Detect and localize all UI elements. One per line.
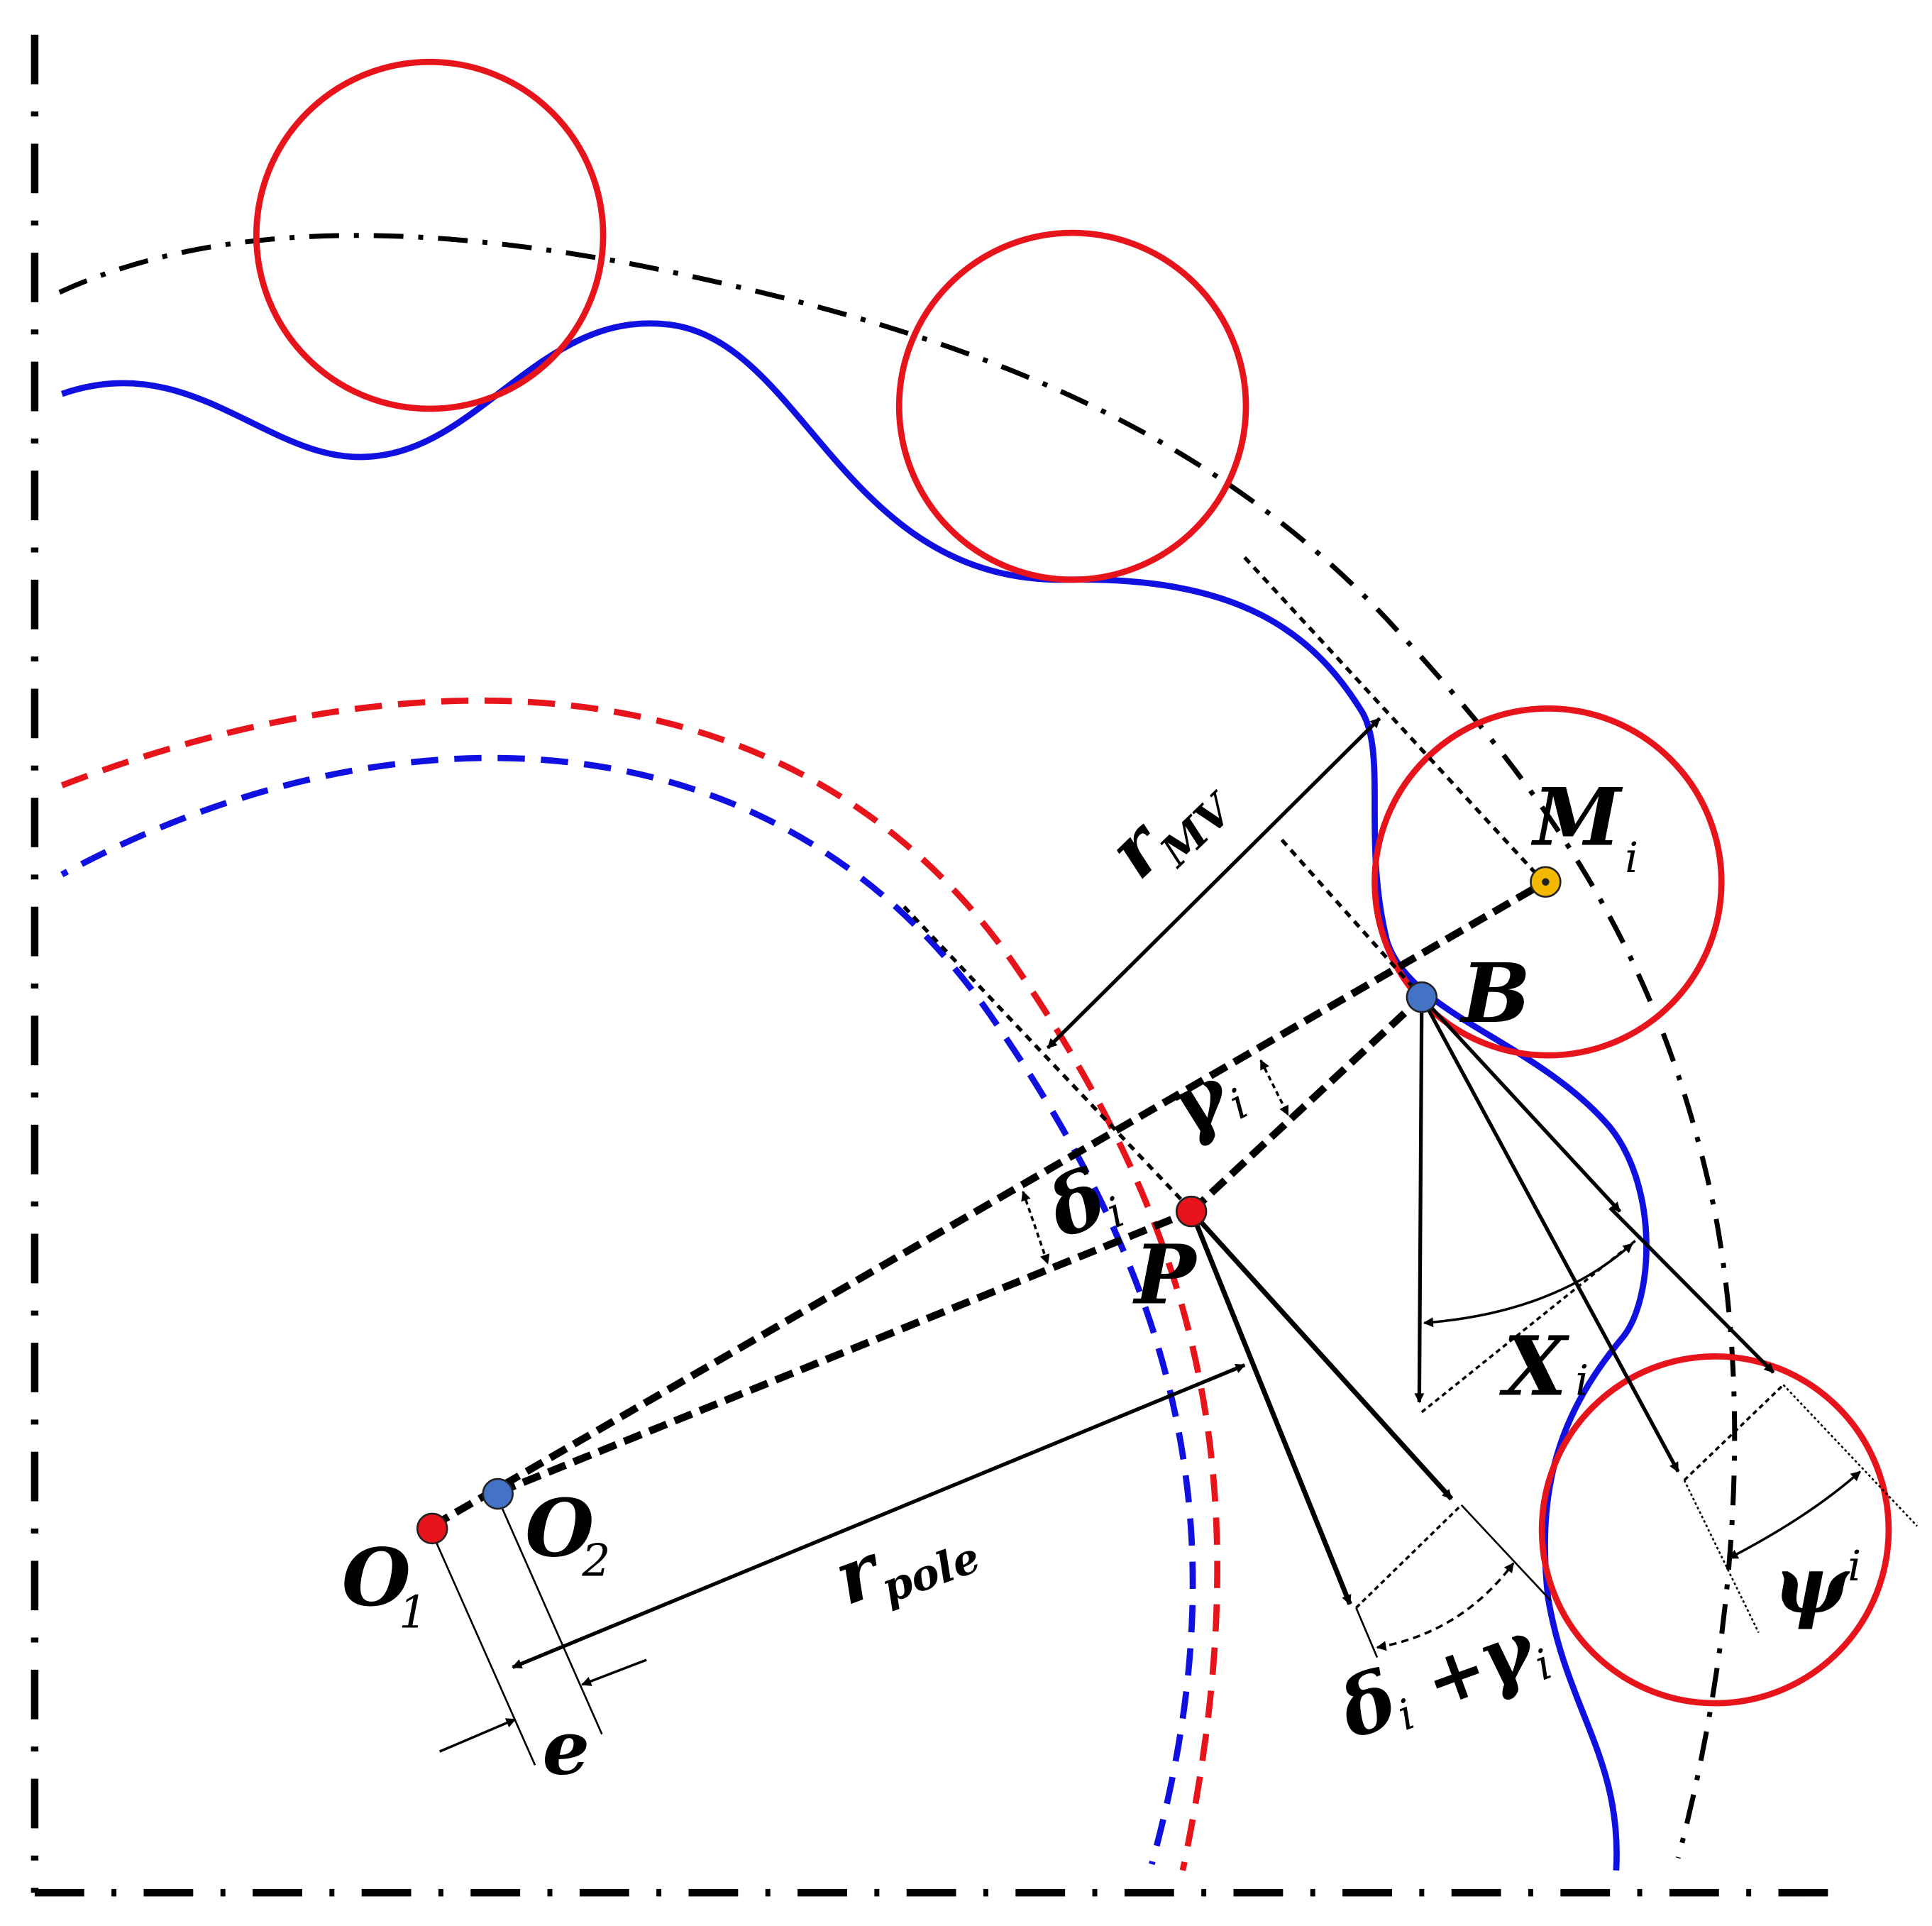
e-arrow-right bbox=[581, 1658, 647, 1686]
label-e: e bbox=[543, 1705, 590, 1792]
r-mv-extension-line-1 bbox=[1243, 556, 1538, 875]
line-o1-m bbox=[430, 879, 1548, 1529]
label-o1: O bbox=[342, 1531, 411, 1624]
label-psi-i-sub: i bbox=[1848, 1541, 1861, 1590]
delta-indicator bbox=[1021, 1190, 1050, 1265]
gamma-indicator bbox=[1259, 1059, 1289, 1116]
pitch-circle-arc bbox=[58, 233, 1738, 1859]
label-x-i-sub: i bbox=[1575, 1355, 1589, 1404]
force-arrow-b-4 bbox=[1608, 1206, 1775, 1374]
svg-text:pole: pole bbox=[875, 1531, 986, 1612]
r-mv-extension-line-3 bbox=[1280, 838, 1423, 998]
label-r-mv: r MV bbox=[1091, 782, 1245, 895]
force-arrow-p-2 bbox=[1189, 1209, 1454, 1501]
psi-angle-arc bbox=[1728, 1470, 1861, 1560]
e-extension-line-2 bbox=[498, 1501, 603, 1735]
point-b bbox=[1406, 981, 1438, 1013]
helper-line-3 bbox=[1683, 1384, 1784, 1482]
tooth-profile-curve bbox=[60, 320, 1650, 1871]
label-b: B bbox=[1459, 946, 1530, 1042]
helper-line-6 bbox=[1782, 1384, 1918, 1527]
e-extension-line-1 bbox=[432, 1535, 536, 1766]
label-o2-sub: 2 bbox=[581, 1534, 610, 1586]
r-mv-arrow bbox=[1046, 717, 1381, 1050]
label-psi-i: ψ bbox=[1774, 1539, 1851, 1632]
force-arrow-p-1 bbox=[1188, 1210, 1352, 1605]
x-angle-arc bbox=[1423, 1243, 1633, 1328]
helper-line-4 bbox=[1460, 1504, 1552, 1602]
label-p: P bbox=[1132, 1227, 1198, 1323]
helper-line-2 bbox=[1355, 1504, 1462, 1609]
point-m-center bbox=[1542, 878, 1550, 886]
line-o2-p bbox=[496, 1208, 1193, 1497]
roller-1 bbox=[253, 58, 607, 412]
point-o2 bbox=[482, 1477, 514, 1510]
r-pole-arrow bbox=[512, 1363, 1246, 1669]
label-m-i-sub: i bbox=[1625, 833, 1638, 882]
e-arrow-left bbox=[438, 1718, 517, 1753]
delta-gamma-angle-arc bbox=[1376, 1562, 1515, 1651]
roller-4 bbox=[1538, 1353, 1892, 1707]
force-arrow-b-1 bbox=[1414, 997, 1425, 1404]
force-arrow-b-2 bbox=[1420, 996, 1680, 1473]
point-p bbox=[1175, 1195, 1208, 1228]
label-o1-sub: 1 bbox=[399, 1587, 427, 1639]
roller-2 bbox=[895, 229, 1249, 583]
helper-line-7 bbox=[1683, 1480, 1760, 1634]
label-m-i: M bbox=[1530, 771, 1623, 864]
helper-line-5 bbox=[1355, 1607, 1379, 1658]
force-arrow-b-3 bbox=[1420, 996, 1622, 1213]
r-mv-extension-line-2 bbox=[902, 905, 1191, 1209]
label-r-pole: r pole bbox=[823, 1525, 986, 1622]
pole-circle-red bbox=[60, 697, 1221, 1871]
label-x-i: X bbox=[1498, 1319, 1570, 1414]
pole-circle-blue bbox=[60, 754, 1196, 1866]
point-o1 bbox=[416, 1512, 448, 1545]
line-p-b bbox=[1188, 994, 1425, 1214]
label-o2: O bbox=[525, 1482, 594, 1575]
